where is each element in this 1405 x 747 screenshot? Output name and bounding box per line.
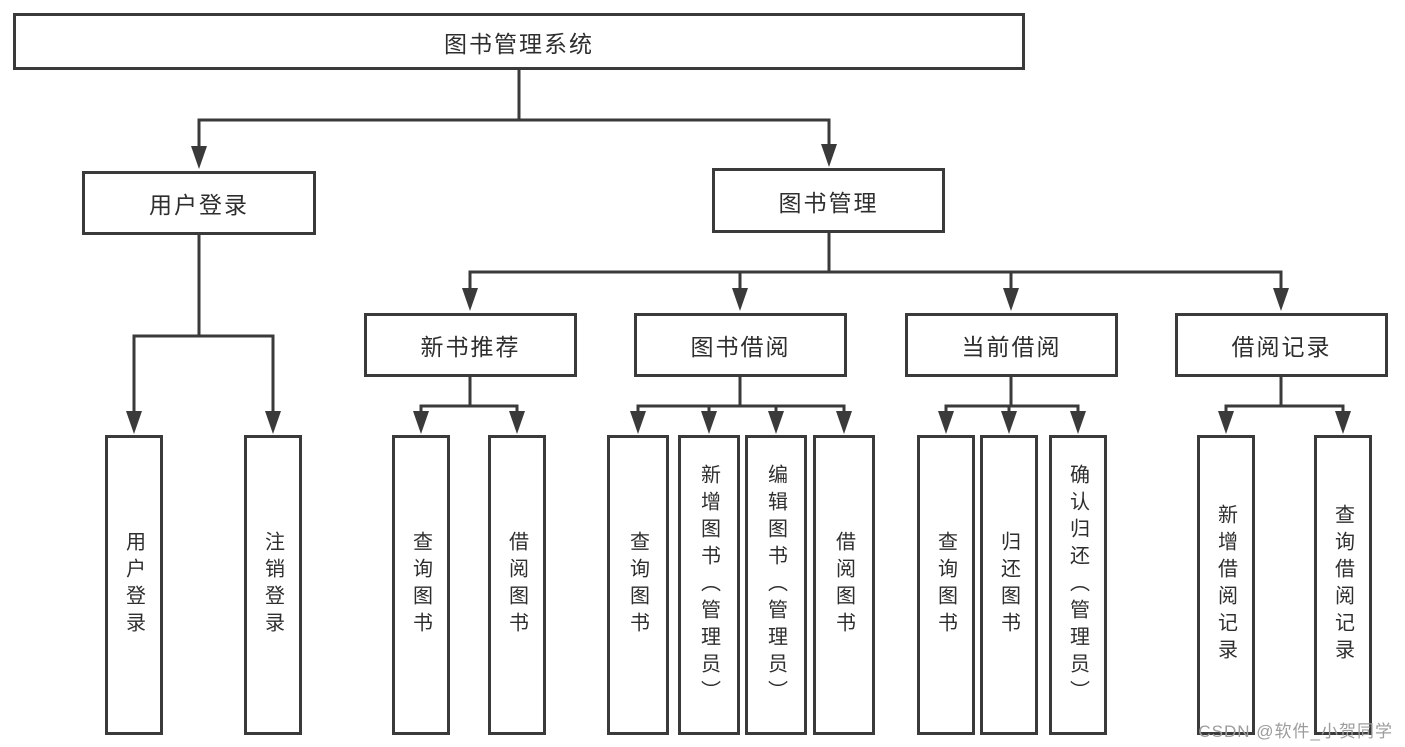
node-user-login: 用户登录: [82, 171, 316, 235]
csdn-watermark: CSDN @软件_小贺同学: [1198, 722, 1393, 741]
leaf-edit-book-admin: 编辑图书（管理员）: [745, 435, 807, 735]
connector-new-book-rec-group: [419, 377, 519, 414]
leaf-add-book-admin: 新增图书（管理员）: [678, 435, 740, 735]
leaf-return-books: 归还图书: [980, 435, 1038, 735]
node-book-management: 图书管理: [712, 168, 945, 233]
connector-current-borrow-group: [944, 377, 1080, 414]
node-book-borrowing: 图书借阅: [634, 313, 847, 377]
node-new-book-recommend: 新书推荐: [364, 313, 577, 377]
leaf-add-borrow-record: 新增借阅记录: [1197, 435, 1255, 735]
connector-user-login-group: [132, 235, 275, 414]
leaf-logout: 注销登录: [244, 435, 302, 735]
leaf-query-books-recommend: 查询图书: [392, 435, 450, 735]
node-current-borrowing: 当前借阅: [905, 313, 1118, 377]
node-root: 图书管理系统: [13, 13, 1025, 70]
leaf-query-books-current: 查询图书: [917, 435, 975, 735]
connector-book-mgmt-to-level3: [468, 233, 1283, 291]
leaf-query-borrow-record: 查询借阅记录: [1314, 435, 1372, 735]
node-borrowing-records: 借阅记录: [1175, 313, 1388, 377]
leaf-user-login: 用户登录: [105, 435, 163, 735]
leaf-query-books-borrowing: 查询图书: [607, 435, 669, 735]
connector-root-to-level2: [197, 70, 831, 149]
leaf-confirm-return-admin: 确认归还（管理员）: [1049, 435, 1107, 735]
leaf-borrow-books: 借阅图书: [813, 435, 875, 735]
connector-book-borrow-group: [636, 377, 846, 414]
leaf-borrow-books-recommend: 借阅图书: [488, 435, 546, 735]
connector-borrow-records-group: [1224, 377, 1345, 414]
arrowheads: [126, 144, 1351, 434]
